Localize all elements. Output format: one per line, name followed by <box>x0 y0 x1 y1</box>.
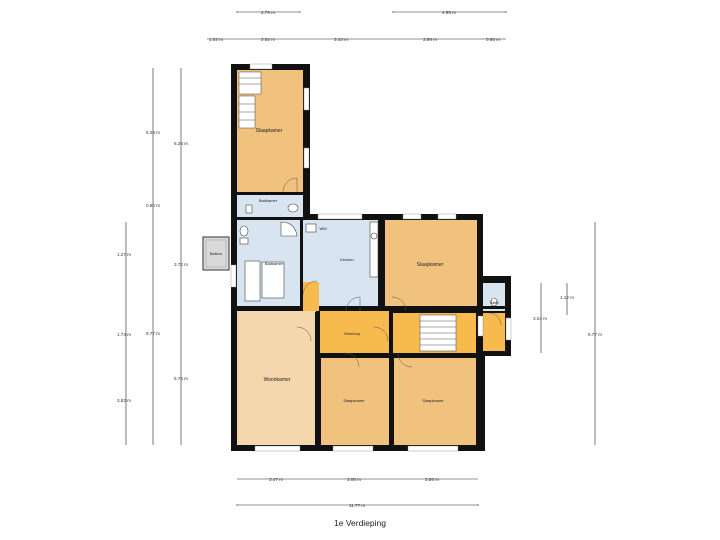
label-slaapkamer-bottom-right: Slaapkamer <box>422 398 444 403</box>
dim-left-c3: 5.75 m <box>174 376 188 381</box>
dim-bottom-1: 3.47 m <box>269 477 283 482</box>
label-toilet: Toilet <box>489 300 499 305</box>
interior-walls <box>237 192 508 445</box>
dimensions-top: 2.76 m 4.95 m 1.02 m 2.62 m 3.43 m 3.98 … <box>207 10 507 42</box>
dim-left-a5: 3.83 m <box>117 398 131 403</box>
dim-top-1: 2.76 m <box>261 10 275 15</box>
room-toilet <box>483 283 505 311</box>
dimensions-left: 1.27 m 1.74 m 3.83 m 6.28 m 0.90 m 9.77 … <box>117 68 188 445</box>
dim-bottom-total: 11.77 m <box>349 503 365 508</box>
label-overloop: Overloop <box>344 331 361 336</box>
windows <box>230 63 512 452</box>
balkon <box>202 236 230 271</box>
rooms <box>237 70 505 445</box>
dim-right-2: 1.12 m <box>560 295 574 300</box>
label-slaapkamer-top: Slaapkamer <box>256 128 283 134</box>
dim-left-c2: 3.72 m <box>174 262 188 267</box>
dim-left-a2: 0.90 m <box>146 203 160 208</box>
room-woonkamer <box>237 311 315 445</box>
dim-left-a1: 6.28 m <box>146 130 160 135</box>
label-slaapkamer-right: Slaapkamer <box>417 262 444 268</box>
dim-left-a3: 1.27 m <box>117 252 131 257</box>
room-badkamer-top <box>237 195 303 217</box>
dim-row2-5: 0.86 m <box>486 37 500 42</box>
dimensions-right: 3.04 m 1.12 m 9.77 m <box>533 222 602 445</box>
room-slaapkamer-right <box>385 220 477 306</box>
dim-top-2: 4.95 m <box>442 10 456 15</box>
fixtures <box>239 203 498 307</box>
label-badkamer: Badkamer <box>265 261 284 266</box>
dimensions-bottom: 3.47 m 3.06 m 3.56 m 11.77 m <box>236 477 479 508</box>
dim-row2-3: 3.43 m <box>334 37 348 42</box>
stairs <box>238 71 457 352</box>
label-slaapkamer-mid: Slaapkamer <box>343 398 365 403</box>
dim-row2-2: 2.62 m <box>261 37 275 42</box>
room-labels: Slaapkamer Badkamer Badkamer Keuken WM S… <box>210 128 500 403</box>
dim-row2-4: 3.98 m <box>423 37 437 42</box>
dim-bottom-2: 3.06 m <box>347 477 361 482</box>
dim-bottom-3: 3.56 m <box>425 477 439 482</box>
floor-title: 1e Verdieping <box>334 518 386 528</box>
label-badkamer-top: Badkamer <box>259 198 278 203</box>
dim-right-1: 3.04 m <box>533 316 547 321</box>
room-slaapkamer-bottom-right <box>394 358 476 445</box>
label-keuken: Keuken <box>340 257 354 262</box>
doors <box>282 177 502 368</box>
room-slaapkamer-mid <box>321 358 389 445</box>
dim-left-b1: 9.77 m <box>146 331 160 336</box>
label-woonkamer: Woonkamer <box>264 377 291 383</box>
dim-left-c1: 6.28 m <box>174 141 188 146</box>
dim-row2-1: 1.02 m <box>209 37 223 42</box>
dim-right-3: 9.77 m <box>588 332 602 337</box>
label-balkon: Balkon <box>210 251 222 256</box>
room-overloop <box>318 311 392 354</box>
dim-left-a4: 1.74 m <box>117 332 131 337</box>
label-wm: WM <box>319 226 326 231</box>
